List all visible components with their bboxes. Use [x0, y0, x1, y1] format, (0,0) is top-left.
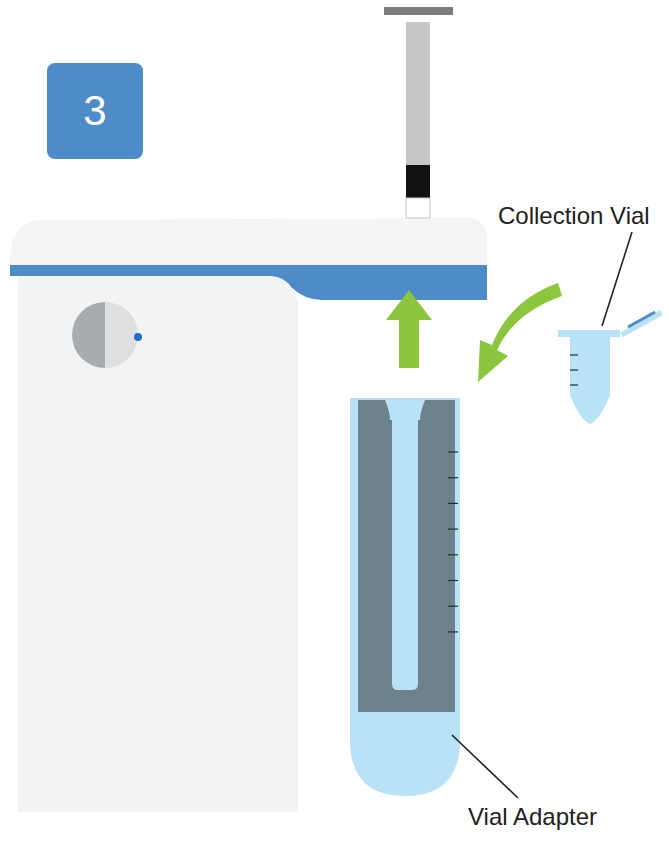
- indicator-dot: [134, 333, 142, 341]
- vial-rim: [558, 330, 620, 337]
- adapter-funnel: [358, 400, 455, 420]
- adapter-core: [358, 420, 455, 712]
- part-label: Vial Adapter: [466, 804, 599, 830]
- insert-arrow: [386, 290, 432, 368]
- plunger-rod: [406, 22, 430, 218]
- step-badge: 3: [47, 63, 143, 159]
- plunger-band: [406, 165, 430, 198]
- lid-tab: [628, 312, 655, 327]
- scale-ticks: [448, 452, 458, 632]
- vial-lid: [620, 310, 663, 337]
- device-body: [18, 262, 298, 812]
- device-top: [10, 218, 487, 265]
- vial-ticks: [570, 355, 578, 385]
- knob-left: [72, 302, 105, 368]
- vial-adapter: [350, 398, 460, 796]
- plunger-tip: [406, 198, 430, 218]
- part-label: Collection Vial: [496, 203, 652, 229]
- leader-line: [452, 735, 518, 798]
- knob-right: [105, 302, 138, 368]
- place-arrow: [478, 283, 562, 382]
- collection-vial: [570, 337, 610, 424]
- step-number: 3: [83, 90, 106, 132]
- plunger-cap: [384, 7, 453, 15]
- leader-line: [602, 232, 632, 326]
- blue-band: [10, 265, 487, 300]
